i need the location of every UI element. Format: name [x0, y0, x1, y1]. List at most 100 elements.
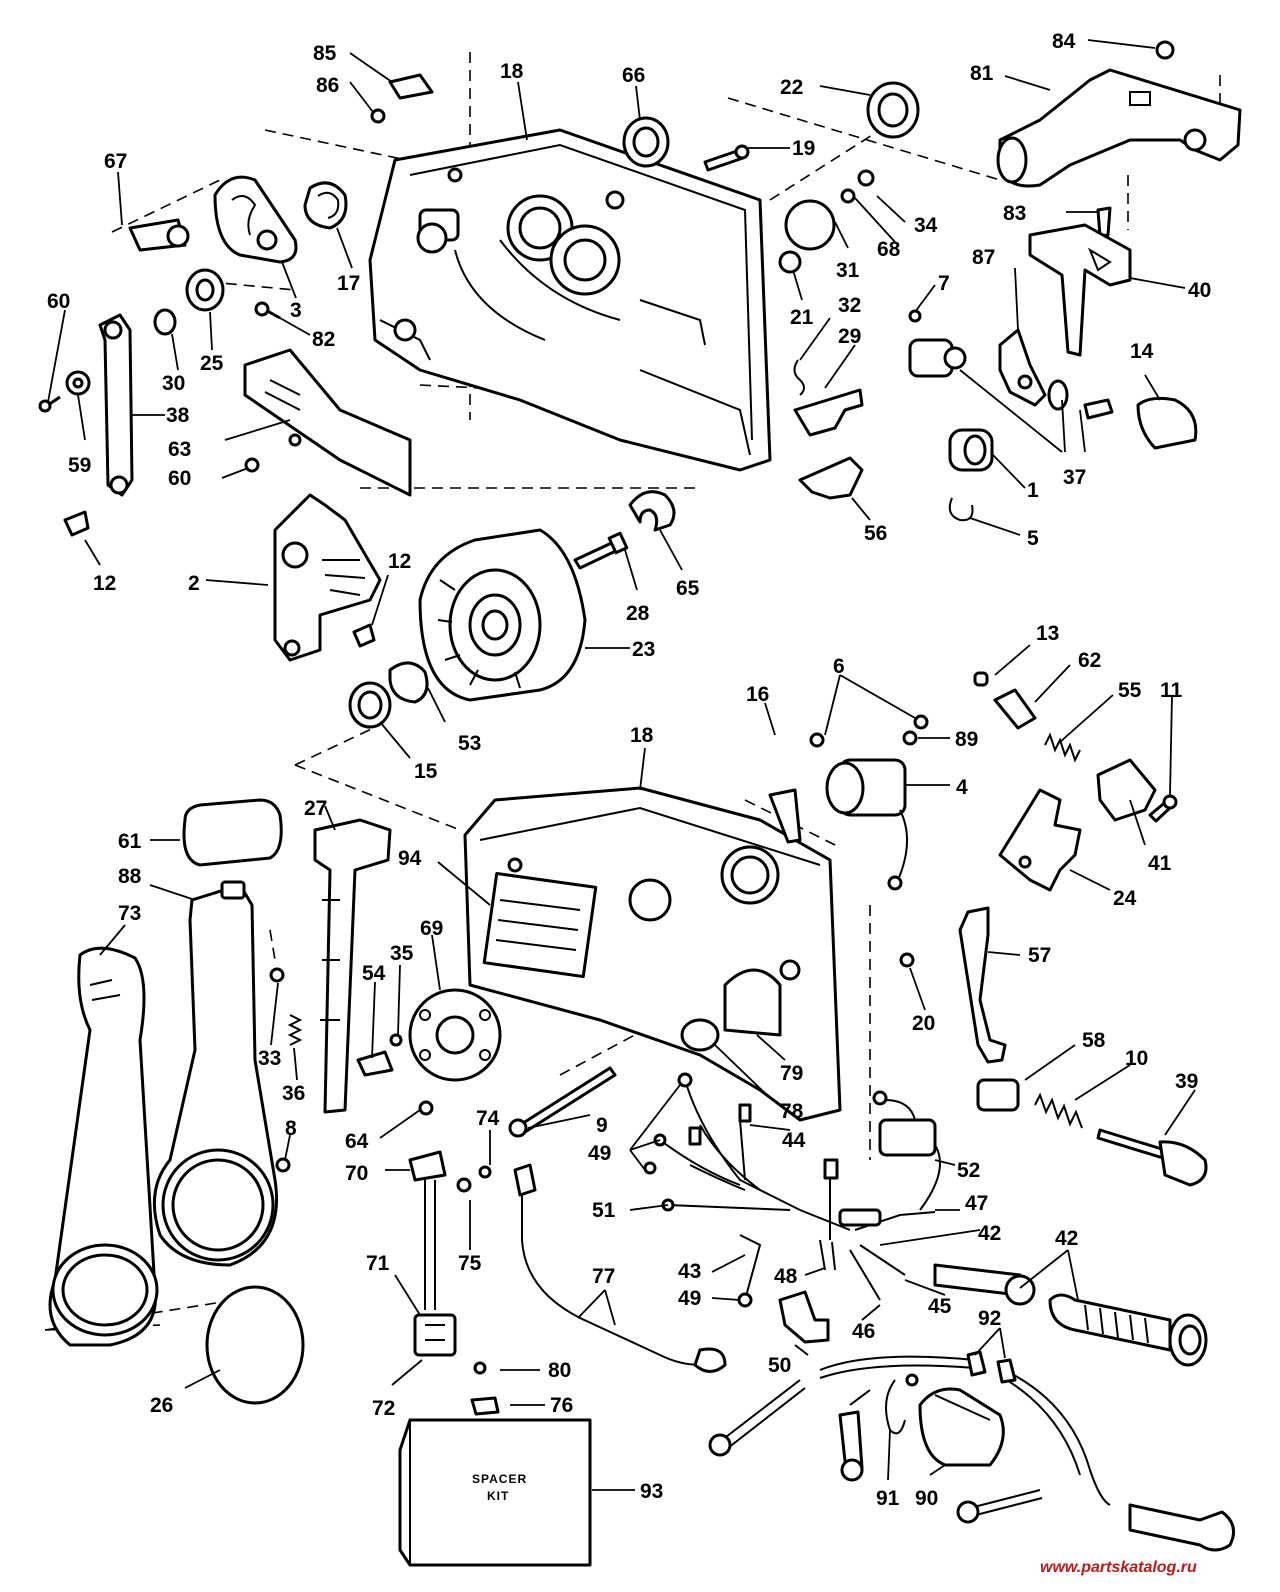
callout-12-mid: 12 [388, 550, 411, 573]
part-63-plate [243, 348, 412, 497]
part-81-throttle-arm [996, 68, 1242, 188]
callout-77: 77 [592, 1265, 615, 1288]
part-68-washer [840, 188, 856, 204]
part-2-lever-plate [273, 493, 382, 662]
callout-87: 87 [972, 246, 995, 269]
callout-20: 20 [912, 1012, 935, 1035]
part-38-lever [98, 313, 134, 497]
callout-46: 46 [852, 1320, 875, 1343]
callout-17: 17 [337, 272, 360, 295]
callout-29: 29 [838, 325, 861, 348]
callout-88: 88 [118, 865, 142, 888]
part-15-bushing [348, 681, 392, 729]
callout-12-left: 12 [93, 572, 116, 595]
callout-25: 25 [200, 352, 224, 375]
part-16-bracket [768, 788, 802, 844]
part-1-sleeve [948, 428, 994, 472]
part-88-handle [152, 880, 278, 1267]
callout-10: 10 [1125, 1047, 1148, 1070]
part-55-spring [1044, 732, 1081, 763]
callout-11: 11 [1160, 679, 1183, 702]
part-30-spacer [153, 308, 177, 336]
callout-73: 73 [118, 902, 141, 925]
callout-68: 68 [877, 238, 901, 261]
part-74-screw [478, 1165, 492, 1179]
callout-70: 70 [345, 1162, 368, 1185]
part-17-ring [303, 181, 348, 230]
callout-76: 76 [550, 1394, 573, 1417]
callout-89: 89 [955, 728, 978, 751]
part-29-clamp [793, 388, 864, 437]
part-69-plate [408, 988, 502, 1082]
part-switch-with-key [908, 338, 1114, 420]
upper-housing-part-18 [368, 128, 772, 472]
part-12-pin-mid [352, 623, 376, 648]
callout-45: 45 [928, 1295, 952, 1318]
callout-leader-lines [47, 39, 1196, 1491]
part-82-screw [254, 301, 281, 320]
callout-51: 51 [592, 1199, 616, 1222]
callout-92: 92 [978, 1307, 1001, 1330]
callout-94: 94 [398, 847, 422, 870]
part-35-screw [389, 1033, 403, 1047]
callout-27: 27 [304, 797, 327, 820]
callout-71: 71 [366, 1252, 390, 1275]
part-27-slide [313, 818, 392, 1114]
part-50-fitting [778, 1290, 830, 1344]
part-34-nut [857, 169, 875, 187]
callout-78: 78 [780, 1100, 804, 1123]
part-58-block [976, 1078, 1020, 1112]
callout-66: 66 [622, 64, 645, 87]
part-56-clamp [798, 456, 864, 500]
callout-24: 24 [1113, 887, 1137, 910]
spacer-kit-label-line1: SPACER [472, 1472, 527, 1486]
callout-64: 64 [345, 1130, 369, 1153]
callout-57: 57 [1028, 944, 1051, 967]
callout-65: 65 [676, 577, 700, 600]
part-13-pin [973, 671, 989, 687]
part-61-grip [182, 798, 283, 867]
callout-83: 83 [1003, 202, 1026, 225]
callout-56: 56 [864, 522, 887, 545]
callout-55: 55 [1118, 679, 1142, 702]
callout-60-upper: 60 [47, 290, 70, 313]
callout-85: 85 [313, 42, 337, 65]
callout-67: 67 [104, 150, 127, 173]
callout-23: 23 [632, 638, 655, 661]
callout-31: 31 [836, 259, 860, 282]
part-87-detent [998, 328, 1047, 407]
callout-38: 38 [166, 404, 190, 427]
part-3-plate [213, 175, 298, 264]
callout-74: 74 [476, 1107, 500, 1130]
callout-33: 33 [258, 1047, 281, 1070]
part-33-screw [269, 967, 285, 983]
callout-86: 86 [316, 74, 339, 97]
callout-16: 16 [746, 683, 769, 706]
part-5-spring-clip [948, 497, 974, 522]
part-84-nut [1155, 40, 1175, 60]
part-64-screw [418, 1100, 434, 1116]
callout-3: 3 [290, 299, 302, 322]
part-89-washer [902, 730, 918, 746]
part-66-bushing [622, 116, 670, 168]
lower-cover-part-18 [463, 786, 842, 1122]
callout-14: 14 [1130, 340, 1154, 363]
callout-labels: 85 86 18 66 22 84 81 67 19 34 83 17 3 31… [47, 30, 1211, 1576]
callout-80: 80 [548, 1359, 571, 1382]
callout-32: 32 [838, 294, 861, 317]
part-32-spring [793, 359, 805, 396]
part-24-plate [998, 788, 1082, 892]
callout-7: 7 [938, 272, 950, 295]
callout-15: 15 [414, 760, 438, 783]
callout-2: 2 [188, 572, 200, 595]
callout-93: 93 [640, 1480, 663, 1503]
part-86-screw [370, 108, 386, 124]
callout-58: 58 [1082, 1029, 1106, 1052]
callout-59: 59 [68, 454, 91, 477]
callout-22: 22 [780, 76, 803, 99]
callout-54: 54 [362, 962, 386, 985]
spacer-kit-label-line2: KIT [487, 1489, 509, 1503]
part-90-cover [918, 1387, 1005, 1467]
